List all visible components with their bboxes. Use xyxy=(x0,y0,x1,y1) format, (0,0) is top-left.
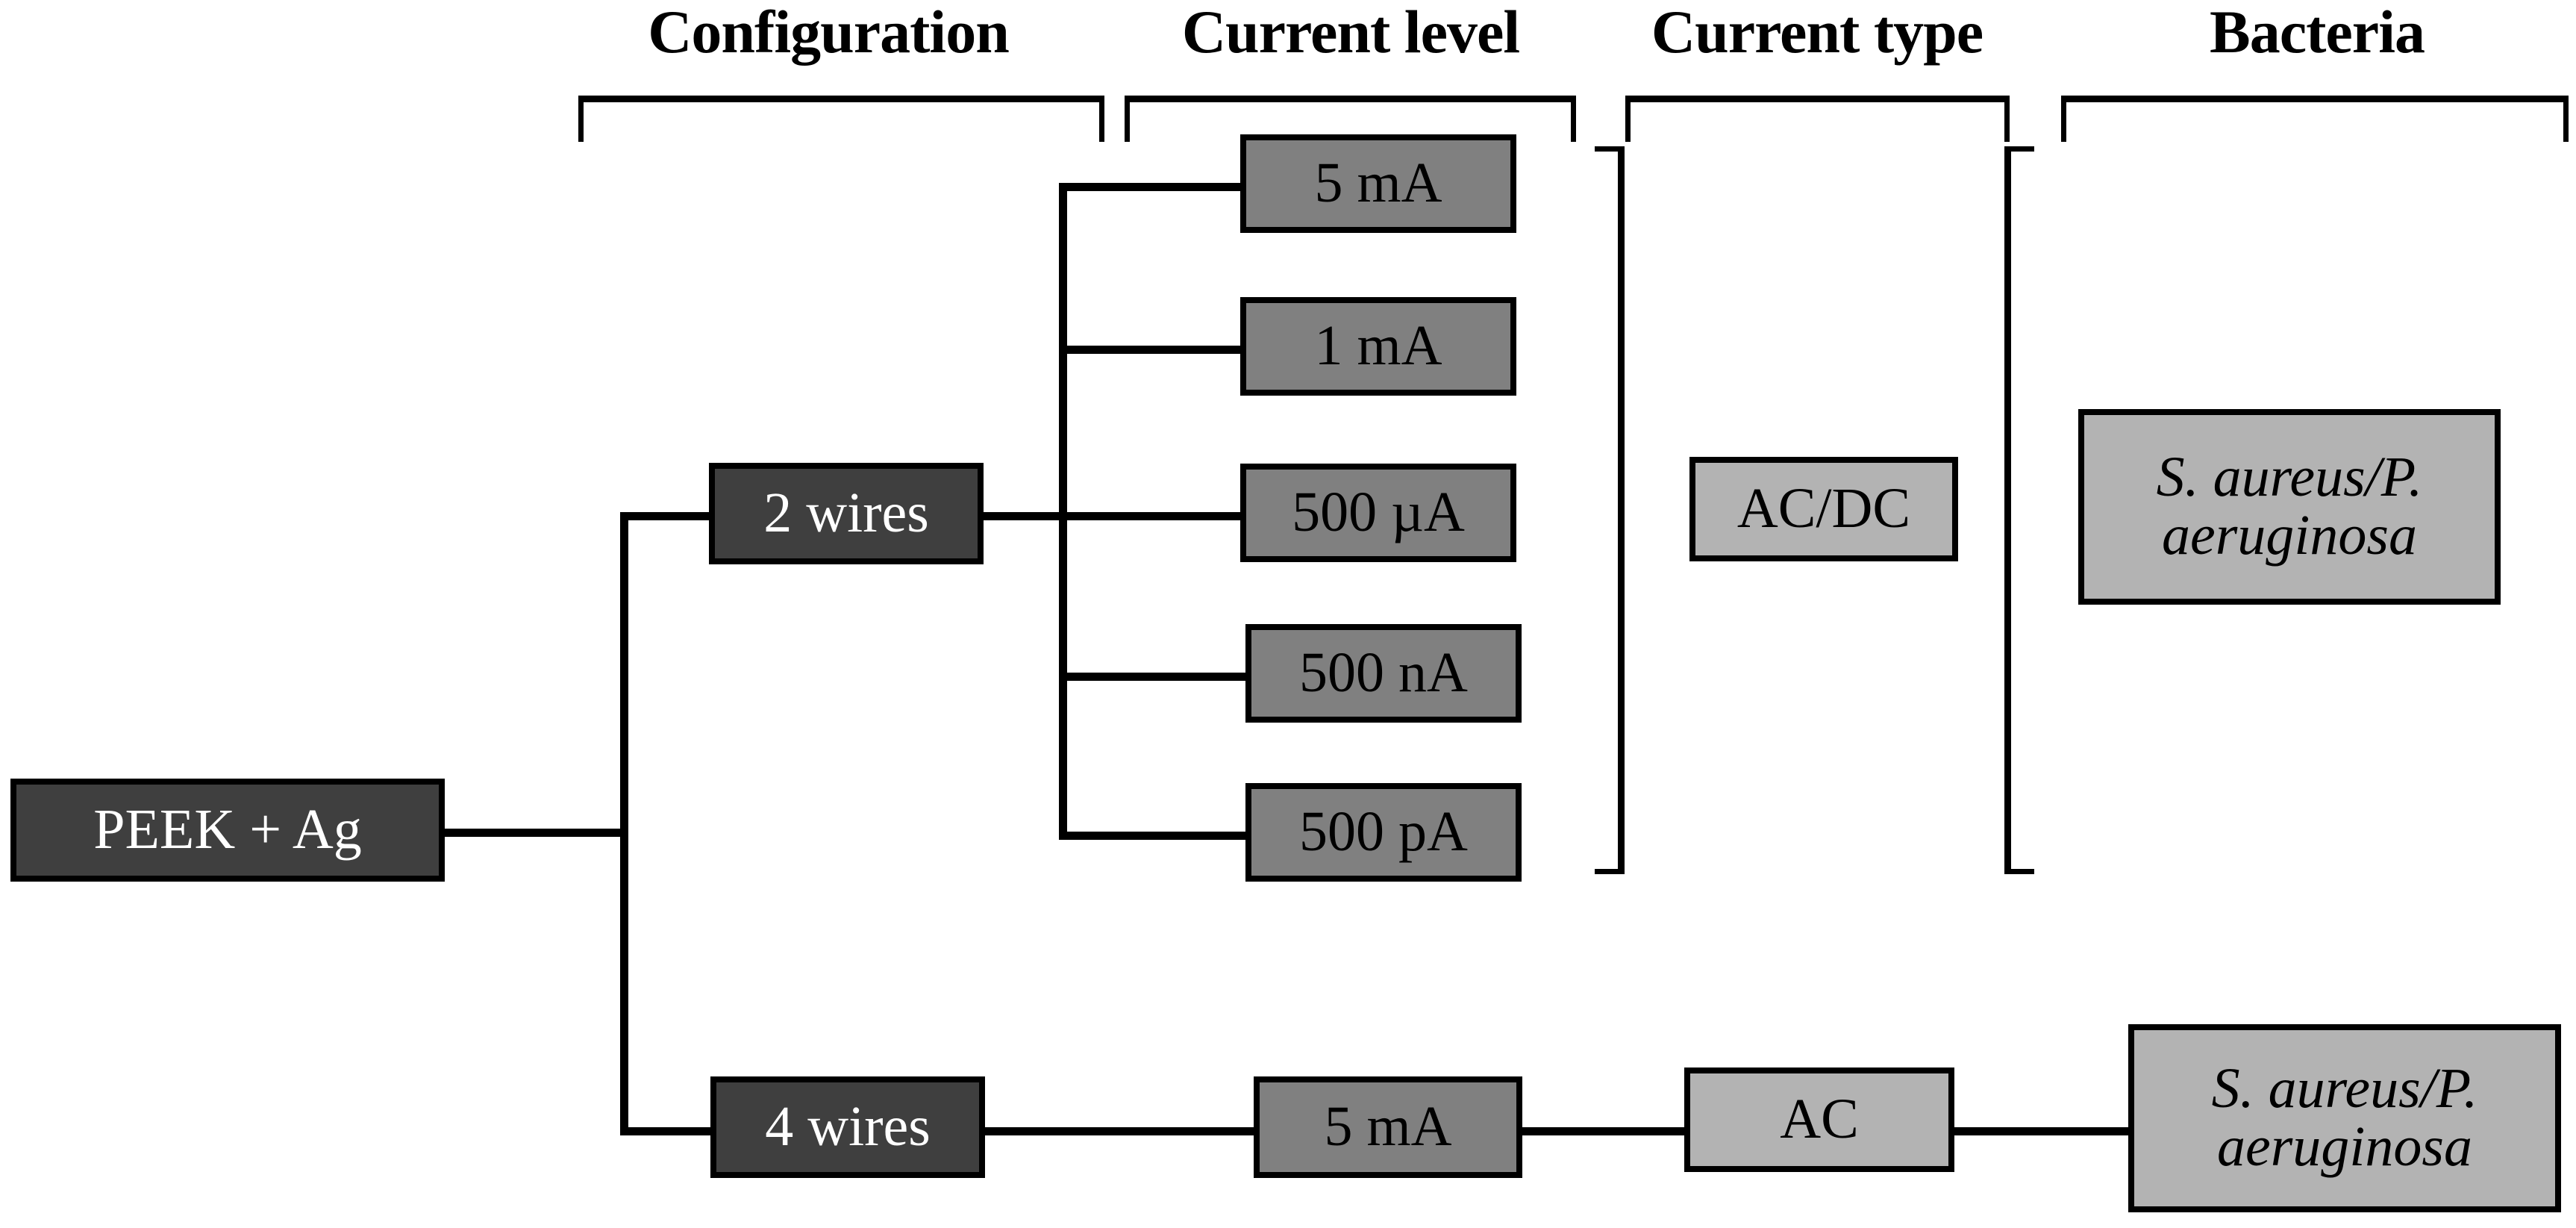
node-level-1ma[interactable]: 1 mA xyxy=(1240,297,1516,396)
edge-spine-to-2-wires xyxy=(620,512,713,520)
node-level-500pa[interactable]: 500 pA xyxy=(1245,783,1522,882)
node-bacteria-bottom-line-1: S. aureus/P. xyxy=(2211,1057,2478,1121)
node-level-5ma-bottom[interactable]: 5 mA xyxy=(1254,1076,1522,1178)
edge-ac-to-bacteria-bottom xyxy=(1952,1127,2131,1135)
column-header-configuration: Configuration xyxy=(648,0,1010,66)
node-root-peek-ag[interactable]: PEEK + Ag xyxy=(10,779,445,882)
node-config-4-wires[interactable]: 4 wires xyxy=(710,1076,985,1178)
node-type-acdc[interactable]: AC/DC xyxy=(1689,457,1958,561)
column-header-current-type: Current type xyxy=(1651,0,1983,66)
edge-level-spine-vertical xyxy=(1059,183,1067,840)
node-type-ac[interactable]: AC xyxy=(1684,1068,1954,1172)
edge-level-spine-to-500pa xyxy=(1059,832,1245,840)
edge-root-to-spine xyxy=(440,829,627,837)
edge-spine-vertical xyxy=(620,512,628,1135)
node-bacteria-top-line-1: S. aureus/P. xyxy=(2156,446,2423,509)
edge-level-spine-to-5ma xyxy=(1059,183,1245,191)
node-bacteria-bottom[interactable]: S. aureus/P. aeruginosa xyxy=(2128,1024,2561,1212)
node-bacteria-bottom-line-2: aeruginosa xyxy=(2217,1115,2472,1178)
column-header-bacteria: Bacteria xyxy=(2210,0,2425,66)
edge-spine-to-4-wires xyxy=(620,1127,717,1135)
header-bracket-bacteria xyxy=(2061,96,2569,142)
node-bacteria-top-line-2: aeruginosa xyxy=(2162,504,2417,567)
edge-level-spine-to-1ma xyxy=(1059,346,1245,354)
header-bracket-current-type xyxy=(1625,96,2010,142)
column-header-current-level: Current level xyxy=(1181,0,1520,66)
node-level-500ua[interactable]: 500 µA xyxy=(1240,464,1516,562)
group-bracket-type-left xyxy=(2004,146,2034,874)
edge-level-spine-to-500na xyxy=(1059,673,1245,681)
node-bacteria-top[interactable]: S. aureus/P. aeruginosa xyxy=(2078,409,2501,605)
edge-level-spine-to-500ua xyxy=(1059,512,1245,520)
edge-5ma-bottom-to-ac xyxy=(1518,1127,1689,1135)
edge-2-wires-to-level-spine xyxy=(979,512,1067,520)
node-config-2-wires[interactable]: 2 wires xyxy=(709,463,984,564)
node-level-500na[interactable]: 500 nA xyxy=(1245,624,1522,723)
edge-4-wires-to-5ma-bottom xyxy=(979,1127,1255,1135)
node-level-5ma[interactable]: 5 mA xyxy=(1240,134,1516,233)
header-bracket-configuration xyxy=(578,96,1104,142)
group-bracket-levels-right xyxy=(1595,146,1625,874)
header-bracket-current-level xyxy=(1125,96,1576,142)
